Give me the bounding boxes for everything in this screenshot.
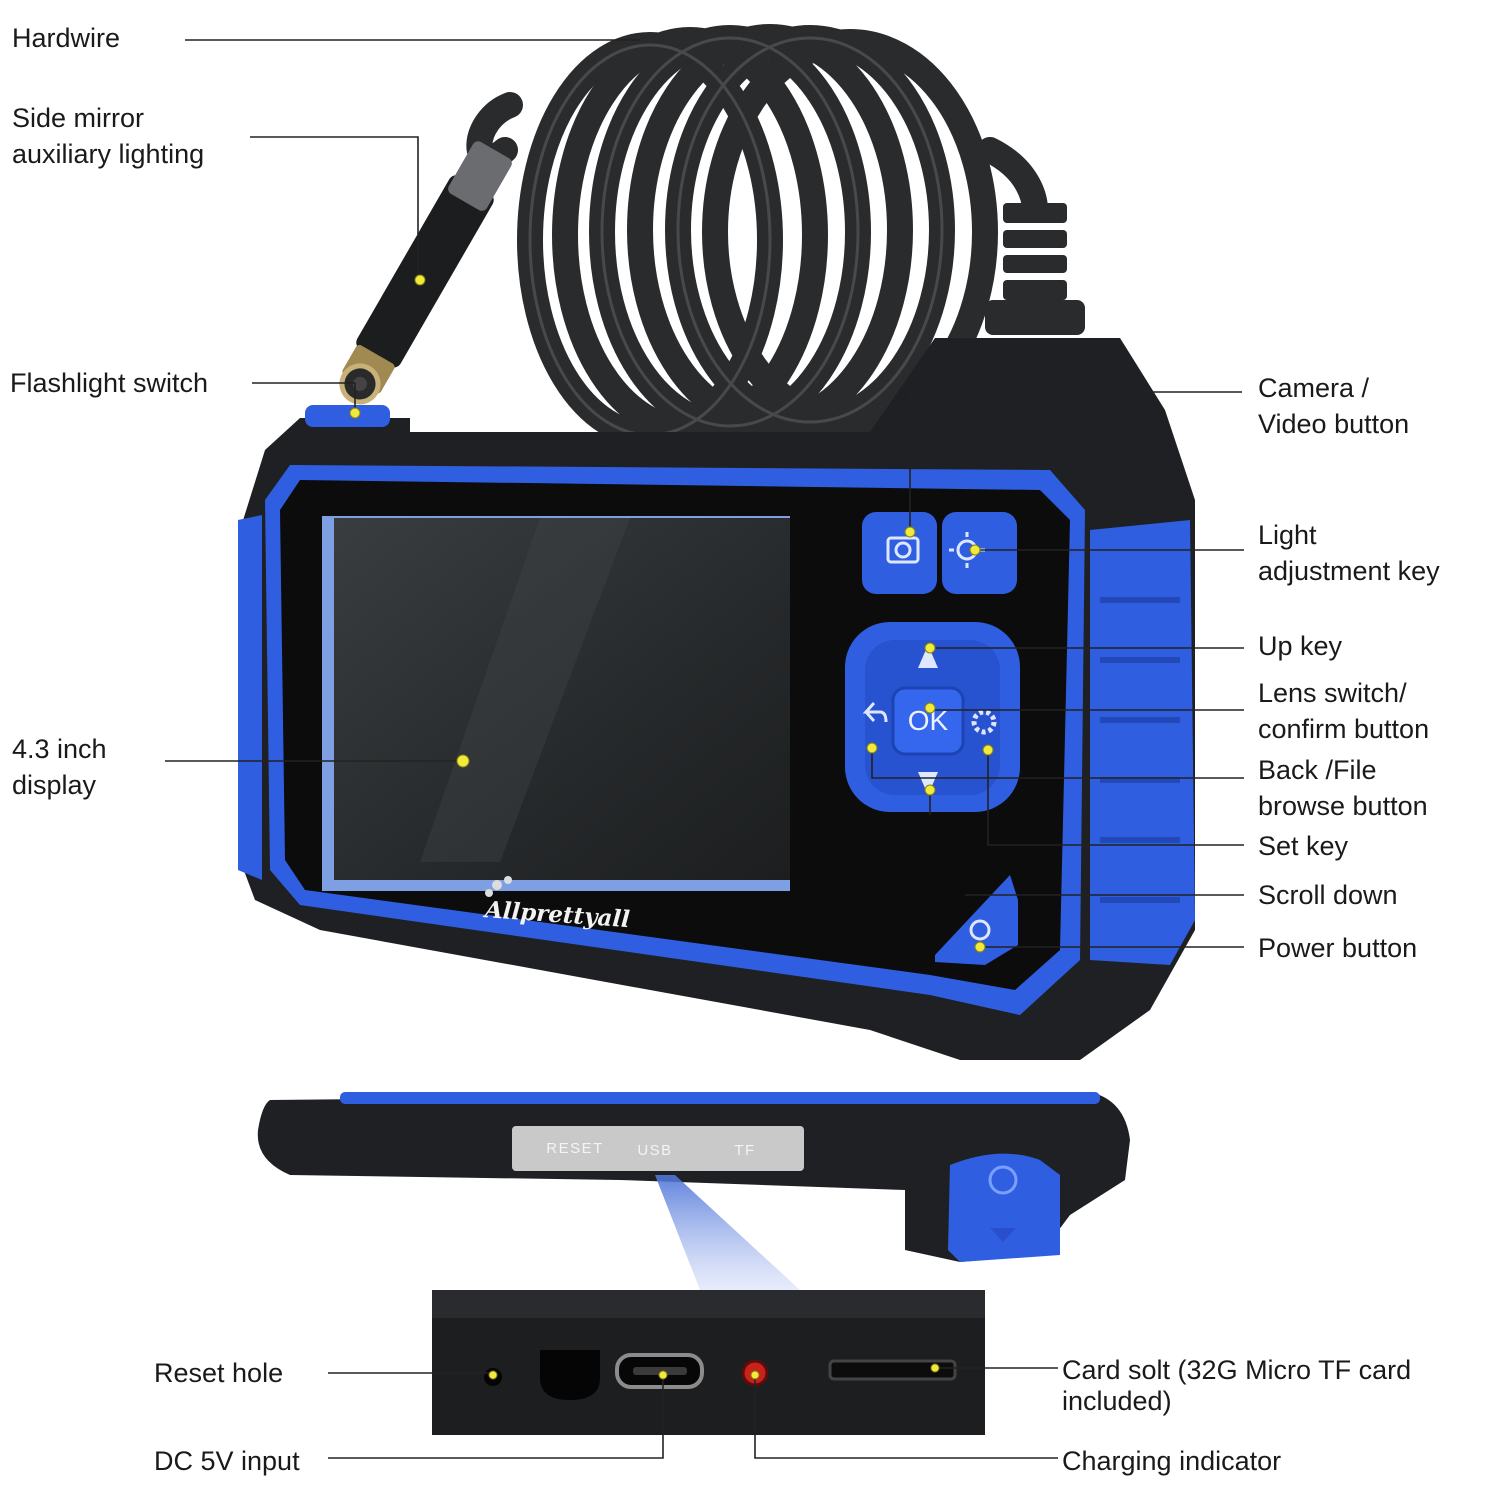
- label-scroll-down: Scroll down: [1258, 880, 1398, 910]
- label-back-file-line2: browse button: [1258, 791, 1428, 821]
- port-label-tf: TF: [734, 1142, 755, 1159]
- label-dc-input: DC 5V input: [154, 1446, 300, 1476]
- label-charging-indicator: Charging indicator: [1062, 1446, 1282, 1476]
- callout-markers: [349, 274, 994, 1380]
- device-side-view: RESET USB TF: [257, 1092, 1130, 1262]
- port-closeup: [432, 1290, 985, 1435]
- label-up-key: Up key: [1258, 631, 1343, 661]
- label-camera-video-line1: Camera /: [1258, 373, 1370, 403]
- leader-lines: [165, 39, 1244, 1459]
- label-side-mirror-line2: auxiliary lighting: [12, 139, 205, 169]
- label-lens-switch-line2: confirm button: [1258, 714, 1430, 744]
- label-set-key: Set key: [1258, 831, 1349, 861]
- label-card-slot-line2: included): [1062, 1386, 1172, 1416]
- label-reset-hole: Reset hole: [154, 1358, 284, 1388]
- port-label-usb: USB: [637, 1142, 672, 1159]
- zoom-beam: [655, 1175, 800, 1290]
- label-power-button: Power button: [1258, 933, 1418, 963]
- label-back-file-line1: Back /File: [1258, 755, 1377, 785]
- display-screen: [322, 516, 790, 891]
- label-display-line1: 4.3 inch: [12, 734, 107, 764]
- power-key: [935, 875, 1018, 965]
- label-card-slot-line1: Card solt (32G Micro TF card: [1062, 1355, 1412, 1385]
- label-lens-switch-line1: Lens switch/: [1258, 678, 1407, 708]
- camera-probe: [339, 141, 512, 405]
- flashlight-switch: [305, 405, 390, 427]
- cable-strain-relief: [985, 203, 1085, 335]
- label-flashlight-switch: Flashlight switch: [10, 368, 209, 398]
- label-camera-video-line2: Video button: [1258, 409, 1410, 439]
- label-light-adjust-line2: adjustment key: [1258, 556, 1440, 586]
- label-display-line2: display: [12, 770, 97, 800]
- label-light-adjust-line1: Light: [1258, 520, 1317, 550]
- port-label-reset: RESET: [546, 1140, 604, 1157]
- dpad: OK: [845, 622, 1020, 812]
- label-hardwire: Hardwire: [12, 23, 121, 53]
- label-side-mirror-line1: Side mirror: [12, 103, 145, 133]
